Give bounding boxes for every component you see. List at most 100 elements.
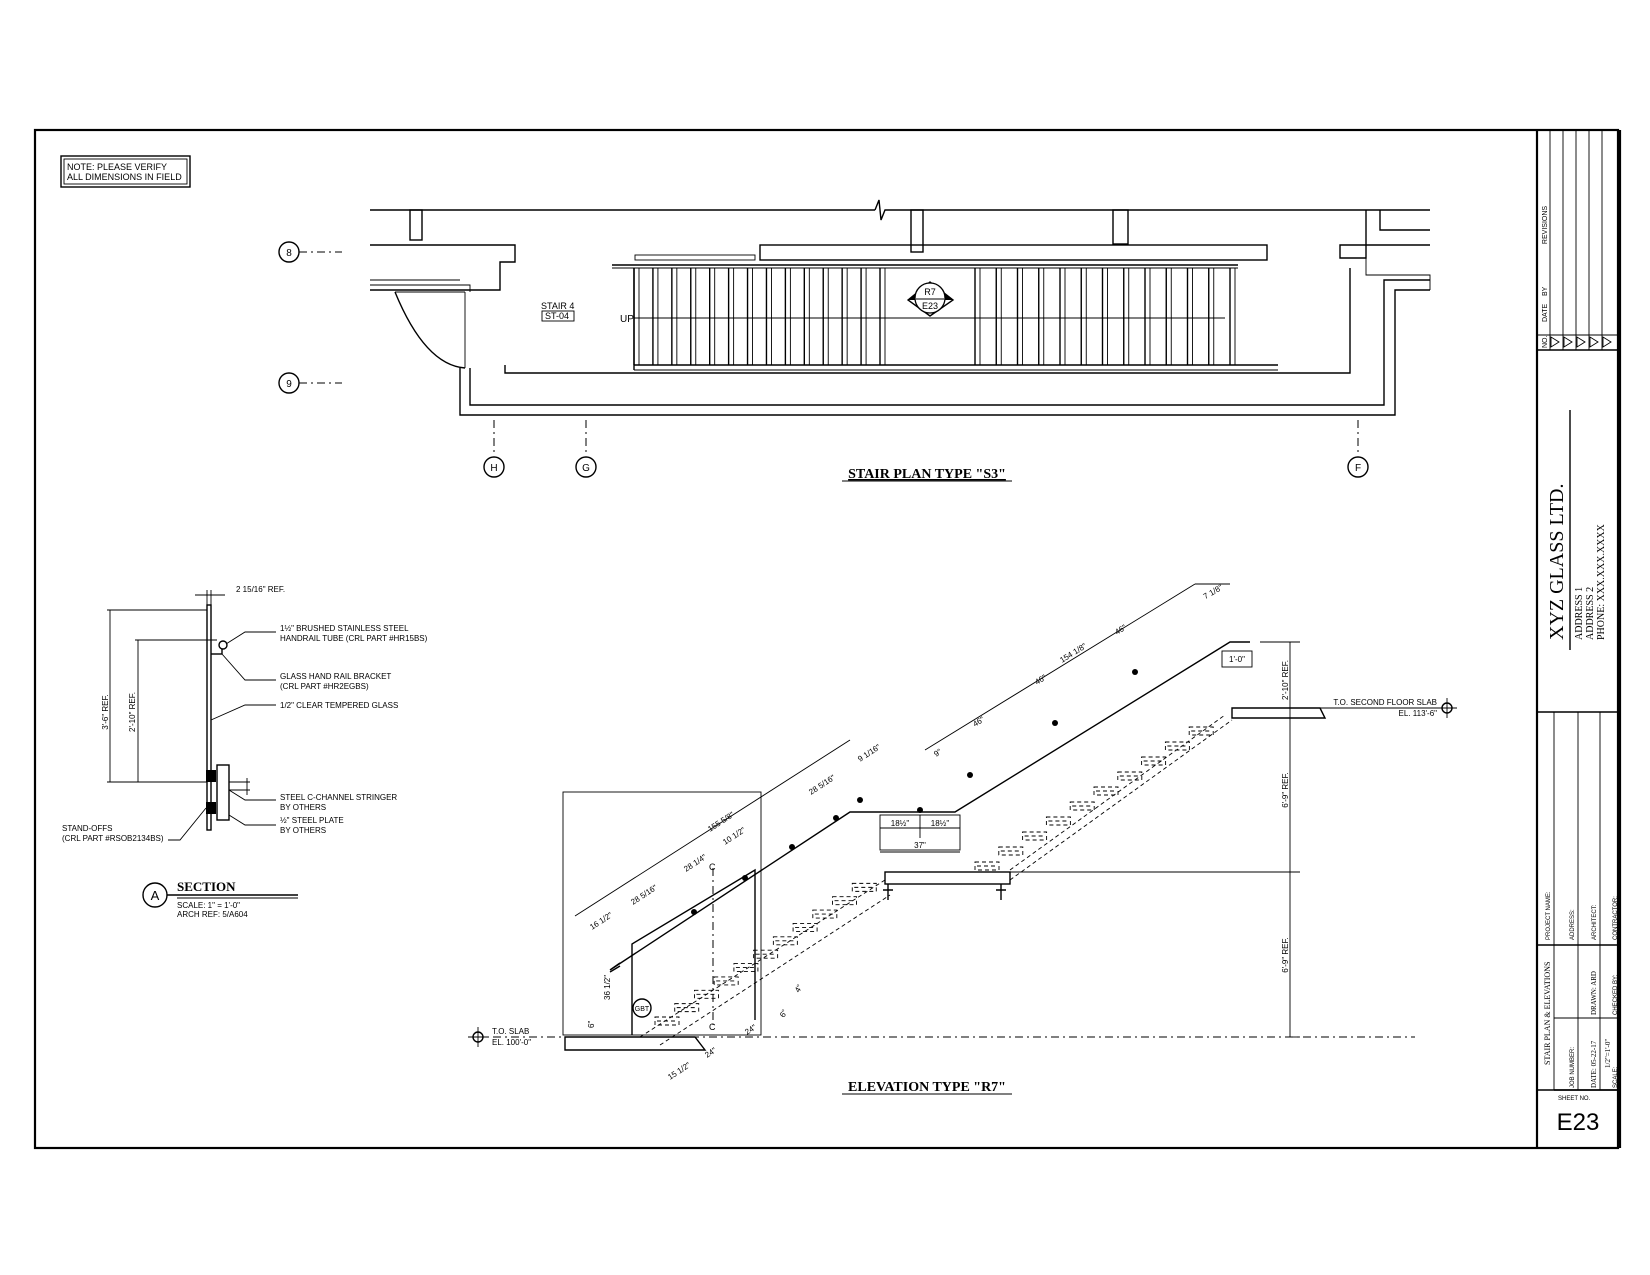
svg-text:DRAWN: ARD: DRAWN: ARD (1590, 971, 1598, 1015)
address-2: ADDRESS 2 (1585, 587, 1596, 640)
step (998, 846, 1024, 856)
svg-text:BY: BY (1542, 286, 1549, 296)
elevation-callout: R7 E23 (906, 281, 955, 317)
svg-text:ARCHITECT:: ARCHITECT: (1592, 904, 1598, 940)
svg-text:36 1/2": 36 1/2" (603, 975, 612, 1000)
callout-bracket-2: (CRL PART #HR2EGBS) (280, 682, 369, 691)
svg-text:T.O. SLAB: T.O. SLAB (492, 1027, 529, 1036)
svg-text:7 1/8": 7 1/8" (1202, 583, 1225, 601)
step (851, 882, 877, 892)
svg-text:6'-9" REF.: 6'-9" REF. (1281, 937, 1290, 973)
standoff (789, 844, 795, 850)
standoff (967, 772, 973, 778)
svg-text:CHECKED BY:: CHECKED BY: (1613, 974, 1619, 1015)
standoff (833, 815, 839, 821)
step (832, 896, 857, 906)
revision-triangle (1576, 336, 1586, 348)
svg-text:SHEET NO.: SHEET NO. (1558, 1096, 1591, 1102)
step (1022, 831, 1048, 841)
stair-plan: STAIR 4 ST-04 UP R7 E23 8 9 H (278, 199, 1431, 482)
revision-triangle (1602, 336, 1612, 348)
revision-triangle (1550, 336, 1560, 348)
callout-standoff-2: (CRL PART #RSOB2134BS) (62, 834, 164, 843)
step (1188, 726, 1214, 736)
svg-text:6": 6" (587, 1021, 596, 1028)
upper-flight-steps (974, 726, 1214, 871)
top-slab-marker: T.O. SECOND FLOOR SLAB EL. 113'-6" (1333, 698, 1457, 718)
revision-triangle (1589, 336, 1599, 348)
svg-text:24": 24" (703, 1046, 718, 1060)
svg-text:EL. 100'-0": EL. 100'-0" (492, 1038, 531, 1047)
dim-outer: 3'-6" REF. (101, 694, 110, 730)
lower-flight-steps (654, 882, 877, 1026)
standoff (1052, 720, 1058, 726)
section-detail: 3'-6" REF. 2'-10" REF. 2 15/16" REF. 1½"… (62, 585, 428, 919)
stair-label: STAIR 4 (541, 301, 574, 311)
svg-text:1'-0": 1'-0" (1229, 655, 1245, 664)
note-line-2: ALL DIMENSIONS IN FIELD (67, 172, 182, 182)
standoff (1132, 669, 1138, 675)
svg-text:1/2"=1'-0": 1/2"=1'-0" (1604, 1039, 1612, 1068)
svg-text:46": 46" (1033, 673, 1048, 687)
svg-text:28 5/16": 28 5/16" (629, 883, 659, 907)
stair-code: ST-04 (545, 311, 569, 321)
note-line-1: NOTE: PLEASE VERIFY (67, 162, 167, 172)
title-block: REVISIONS NO. DATE BY XYZ GLASS LTD. ADD… (1537, 130, 1620, 1136)
phone: PHONE: XXX.XXX.XXXX (1596, 523, 1607, 640)
revisions-label: REVISIONS (1542, 206, 1549, 244)
plan-treads (633, 268, 1236, 365)
callout-tube-1: 1½" BRUSHED STAINLESS STEEL (280, 624, 409, 633)
svg-text:8: 8 (286, 248, 292, 259)
step (654, 1016, 680, 1026)
plan-title: STAIR PLAN TYPE "S3" (848, 467, 1006, 482)
section-title: SECTION (177, 879, 236, 894)
callout-glass: 1/2" CLEAR TEMPERED GLASS (280, 701, 398, 710)
step (1141, 756, 1167, 766)
grid-8: 8 (278, 241, 342, 263)
svg-text:6'-9" REF.: 6'-9" REF. (1281, 772, 1290, 808)
svg-text:JOB NUMBER:: JOB NUMBER: (1570, 1047, 1576, 1088)
sheet-title: STAIR PLAN & ELEVATIONS (1543, 962, 1552, 1065)
svg-text:18½": 18½" (931, 819, 950, 828)
stair-elevation: C C GBT 18½" 18½" 37" 7 1/8" 154 1/8" 46… (468, 583, 1457, 1095)
callout-bracket-1: GLASS HAND RAIL BRACKET (280, 672, 391, 681)
step (694, 989, 719, 999)
callout-plate-2: BY OTHERS (280, 826, 326, 835)
step (1117, 771, 1143, 781)
verify-note: NOTE: PLEASE VERIFY ALL DIMENSIONS IN FI… (60, 155, 191, 188)
svg-text:H: H (490, 463, 497, 474)
svg-text:18½": 18½" (891, 819, 910, 828)
standoff (691, 909, 697, 915)
svg-text:6": 6" (778, 1008, 790, 1019)
step (1164, 741, 1190, 751)
grid-f: F (1347, 420, 1369, 478)
svg-text:T.O. SECOND FLOOR SLAB: T.O. SECOND FLOOR SLAB (1333, 698, 1437, 707)
svg-text:28 1/4": 28 1/4" (682, 852, 708, 873)
svg-text:28 5/16": 28 5/16" (807, 773, 837, 797)
standoff (917, 807, 923, 813)
revision-triangle (1563, 336, 1573, 348)
svg-text:9 1/16": 9 1/16" (856, 742, 882, 763)
svg-text:154 1/8": 154 1/8" (1058, 641, 1088, 664)
section-arch-ref: ARCH REF: 5/A604 (177, 910, 248, 919)
step (1093, 786, 1119, 796)
sheet-number: E23 (1557, 1109, 1600, 1136)
cut-mark-top: C (709, 862, 716, 872)
handrail (609, 641, 1250, 971)
step (753, 949, 779, 959)
callout-channel-2: BY OTHERS (280, 803, 326, 812)
svg-text:155 5/8": 155 5/8" (706, 810, 736, 834)
svg-text:SCALE:: SCALE: (1613, 1066, 1619, 1088)
svg-text:46": 46" (971, 715, 986, 729)
svg-text:46": 46" (1113, 623, 1128, 637)
step (792, 923, 818, 932)
svg-text:G: G (582, 463, 590, 474)
callout-channel-1: STEEL C-CHANNEL STRINGER (280, 793, 397, 802)
elevation-title: ELEVATION TYPE "R7" (848, 1080, 1006, 1095)
dim-top: 2 15/16" REF. (236, 585, 285, 594)
svg-text:DATE: 05-22-17: DATE: 05-22-17 (1590, 1040, 1598, 1088)
step (674, 1003, 700, 1013)
svg-text:F: F (1355, 463, 1361, 474)
callout-plate-1: ½" STEEL PLATE (280, 816, 344, 825)
sheet-border (33, 128, 1620, 1150)
